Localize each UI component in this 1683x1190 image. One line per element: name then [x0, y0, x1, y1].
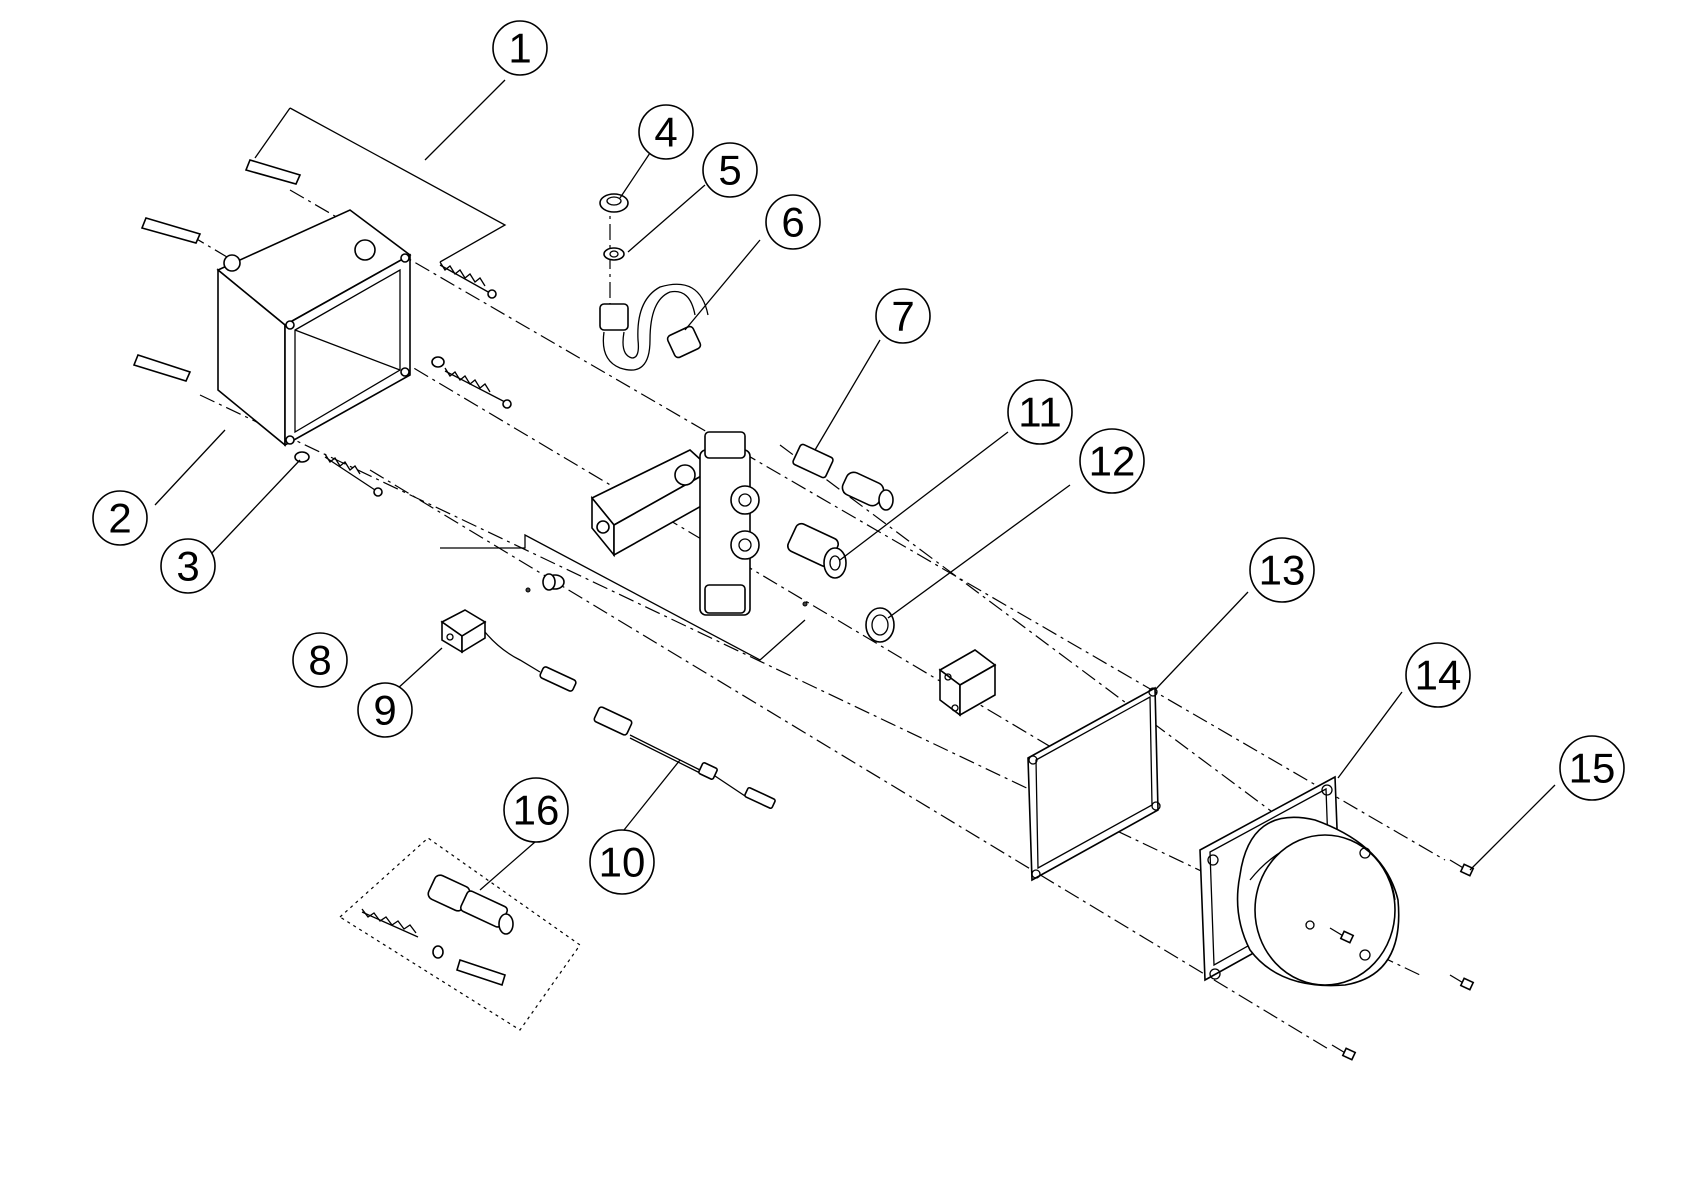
- mounting-box: [216, 209, 412, 447]
- callout-6: 6: [765, 194, 821, 250]
- check-valve: [786, 522, 847, 579]
- callout-7: 7: [875, 288, 931, 344]
- callout-11-label: 11: [1018, 389, 1062, 436]
- callout-13-label: 13: [1259, 547, 1306, 594]
- callout-9: 9: [357, 682, 413, 738]
- callout-10: 10: [589, 829, 655, 895]
- seal-kit-bracket: [440, 533, 808, 661]
- callout-3-label: 3: [176, 543, 199, 590]
- cable-connector: [539, 666, 776, 810]
- sensor-module: [440, 609, 541, 673]
- callout-1: 1: [492, 20, 548, 76]
- callout-16-label: 16: [513, 787, 560, 834]
- callout-8: 8: [292, 632, 348, 688]
- sealing-ring: [865, 607, 895, 643]
- callout-10-label: 10: [599, 839, 646, 886]
- solenoid-block: [938, 649, 997, 717]
- cover-screws: [1329, 859, 1475, 1061]
- callout-14: 14: [1405, 642, 1471, 708]
- callout-4-label: 4: [654, 109, 677, 156]
- valve-body: [545, 431, 760, 616]
- cover-housing: [1199, 775, 1400, 987]
- leader-lines: [154, 79, 1556, 891]
- callout-6-label: 6: [781, 199, 804, 246]
- callout-13: 13: [1249, 537, 1315, 603]
- callout-5-label: 5: [718, 147, 741, 194]
- callout-2: 2: [92, 490, 148, 546]
- callout-12-label: 12: [1089, 438, 1136, 485]
- callout-3: 3: [160, 538, 216, 594]
- gasket-frame: [1027, 686, 1161, 882]
- callout-16: 16: [503, 777, 569, 843]
- callout-12: 12: [1079, 428, 1145, 494]
- hose-assembly: [599, 193, 709, 371]
- callout-14-label: 14: [1415, 652, 1462, 699]
- washer: [294, 356, 445, 463]
- callout-8-label: 8: [308, 637, 331, 684]
- callout-15-label: 15: [1569, 745, 1616, 792]
- filter-cartridge: [792, 443, 894, 511]
- callout-2-label: 2: [108, 495, 131, 542]
- callout-15: 15: [1559, 735, 1625, 801]
- callout-1-label: 1: [508, 25, 531, 72]
- optional-kit: [339, 837, 581, 1031]
- callout-4: 4: [638, 104, 694, 160]
- callout-9-label: 9: [373, 687, 396, 734]
- callout-11: 11: [1007, 379, 1073, 445]
- callout-7-label: 7: [891, 293, 914, 340]
- callout-5: 5: [702, 142, 758, 198]
